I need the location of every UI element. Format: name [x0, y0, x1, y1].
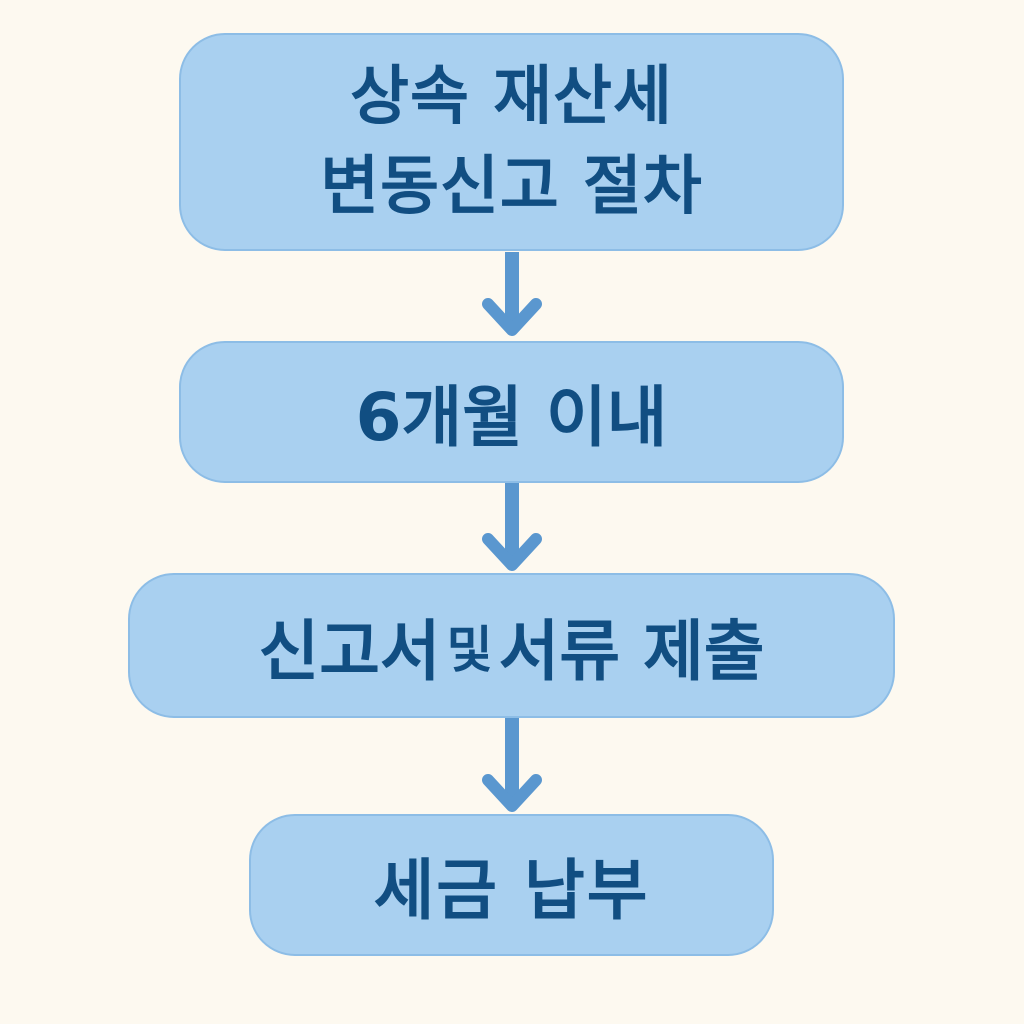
step-six-months-label: 6개월 이내: [355, 379, 668, 456]
step-submit-label-part2: 서류 제출: [498, 612, 765, 690]
arrow-down-icon: [482, 718, 542, 812]
step-tax-payment-label: 세금 납부: [373, 852, 650, 929]
step-submit-documents-box: 신고서 및 서류 제출: [128, 573, 895, 718]
step-submit-label-conjunction: 및: [446, 620, 493, 679]
step-submit-label-part1: 신고서: [258, 612, 441, 690]
step-six-months-box: 6개월 이내: [179, 341, 844, 483]
arrow-down-icon: [482, 483, 542, 571]
title-line-1: 상속 재산세: [350, 60, 673, 134]
arrow-down-icon: [482, 252, 542, 336]
step-tax-payment-box: 세금 납부: [249, 814, 774, 956]
step-title-box: 상속 재산세 변동신고 절차: [179, 33, 844, 251]
title-line-2: 변동신고 절차: [320, 150, 703, 224]
